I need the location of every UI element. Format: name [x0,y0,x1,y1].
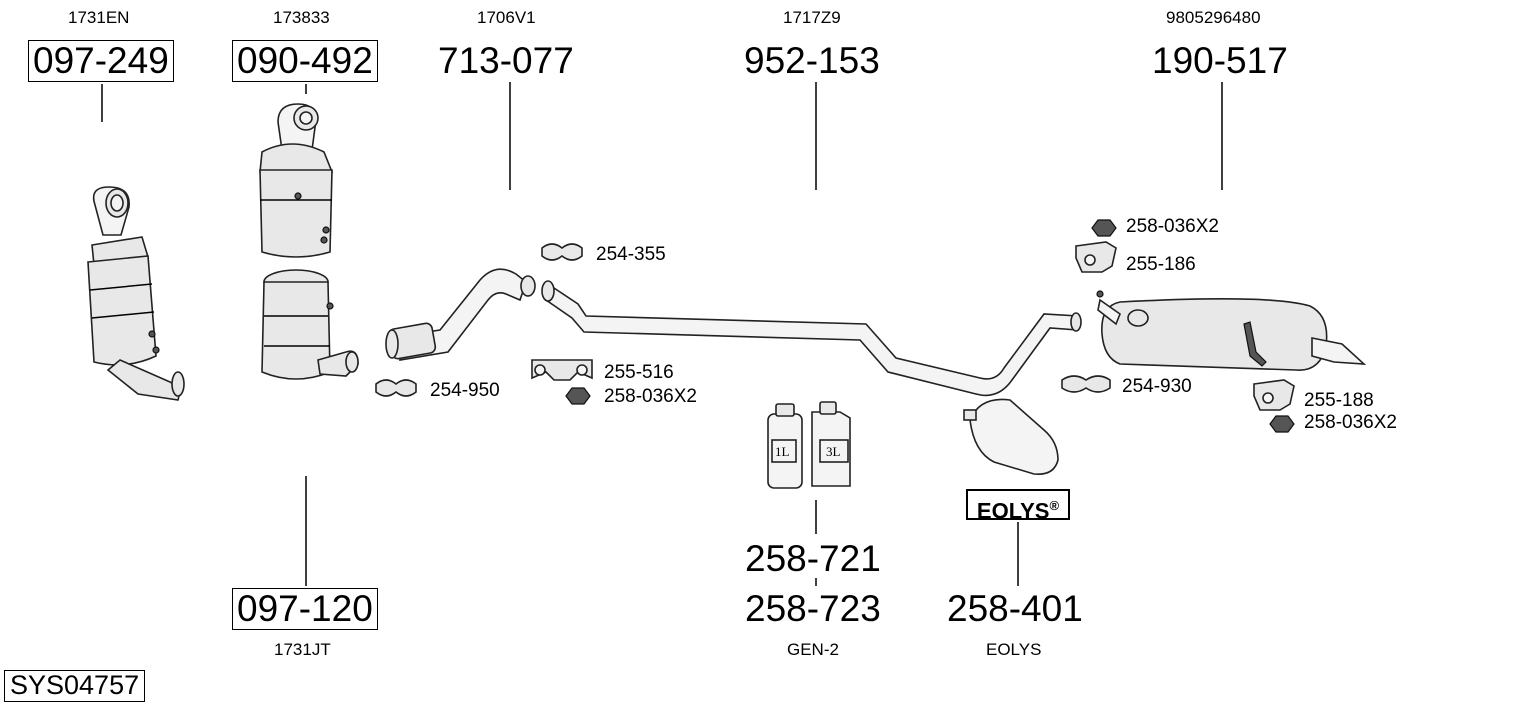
oe-number-1731en: 1731EN [68,8,130,27]
part-number-258-401[interactable]: 258-401 [947,588,1083,629]
nut-258-036x2-a [565,387,591,405]
nut-258-036x2-c [1269,415,1295,433]
catalyst-097-249 [87,186,185,401]
eolys-tank-258-401 [963,398,1059,476]
container-1l [767,403,803,489]
nut-258-036x2-b [1091,219,1117,237]
part-number-090-492[interactable]: 090-492 [232,40,378,82]
mount-255-516 [531,359,593,381]
oe-number-1706v1: 1706V1 [477,8,536,27]
part-number-952-153[interactable]: 952-153 [744,40,880,81]
oe-number-1731jt: 1731JT [274,640,331,659]
intermediate-pipe-952-153 [541,280,1082,397]
oe-number-gen-2: GEN-2 [787,640,839,659]
part-number-713-077[interactable]: 713-077 [438,40,574,81]
front-pipe-713-077 [385,268,536,361]
dpf-upper-090-492 [259,103,334,258]
label-254-930[interactable]: 254-930 [1122,376,1192,397]
label-258-036x2-b[interactable]: 258-036X2 [1126,216,1219,237]
clamp-254-355 [541,243,583,261]
mount-255-186 [1075,241,1117,273]
system-code: SYS04757 [4,670,146,702]
part-number-190-517[interactable]: 190-517 [1152,40,1288,81]
part-number-097-120[interactable]: 097-120 [232,588,378,630]
oe-number-173833: 173833 [273,8,330,27]
container-1l-label: 1L [775,444,790,459]
oe-number-1717z9: 1717Z9 [783,8,841,27]
label-255-186[interactable]: 255-186 [1126,254,1196,275]
label-254-950[interactable]: 254-950 [430,380,500,401]
label-258-036x2-a[interactable]: 258-036X2 [604,386,697,407]
eolys-badge: EOLYS® [966,489,1070,523]
label-258-036x2-c[interactable]: 258-036X2 [1304,412,1397,433]
label-254-355[interactable]: 254-355 [596,244,666,265]
clamp-254-950 [375,379,417,397]
part-number-258-721[interactable]: 258-721 [745,538,881,579]
container-3l-label: 3L [826,444,841,459]
oe-number-9805296480: 9805296480 [1166,8,1261,27]
clamp-254-930 [1061,375,1111,393]
label-255-188[interactable]: 255-188 [1304,390,1374,411]
rear-silencer-190-517 [1096,290,1367,371]
oe-number-eolys: EOLYS [986,640,1042,659]
part-number-258-723[interactable]: 258-723 [745,588,881,629]
dpf-lower-097-120 [261,269,359,380]
mount-255-188 [1253,379,1295,411]
container-3l [811,401,851,487]
label-255-516[interactable]: 255-516 [604,362,674,383]
part-number-097-249[interactable]: 097-249 [28,40,174,82]
